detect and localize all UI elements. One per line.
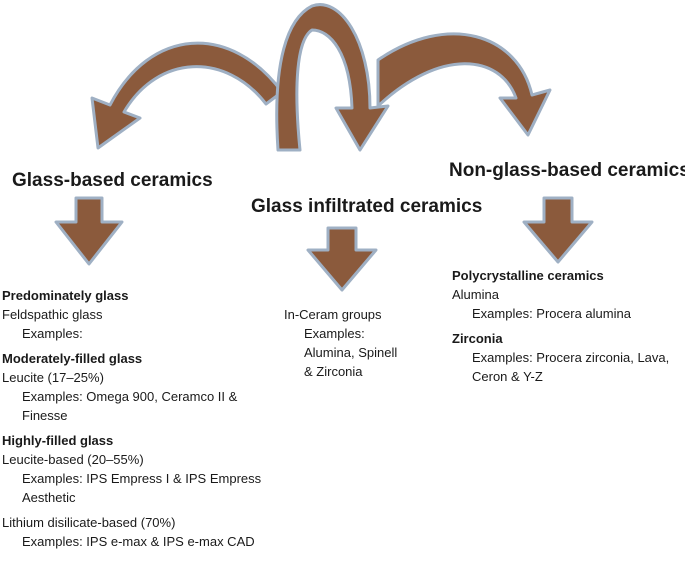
curved-arrow-right [376,32,552,137]
predominately-title: Predominately glass [2,288,129,303]
middle-column: In-Ceram groups Examples: Alumina, Spine… [284,305,397,381]
down-arrow-middle [306,226,378,292]
polycrystalline-title: Polycrystalline ceramics [452,268,604,283]
in-ceram-examples-label: Examples: [304,326,365,341]
highly-title: Highly-filled glass [2,433,114,448]
left-column: Predominately glass Feldspathic glass Ex… [2,286,261,551]
alumina-examples: Examples: Procera alumina [472,306,631,321]
feldspathic-text: Feldspathic glass [2,307,103,322]
zirconia-examples-line-1: Examples: Procera zirconia, Lava, [472,350,670,365]
leucite-examples-line-1: Examples: Omega 900, Ceramco II & [22,389,238,404]
zirconia-examples-line-2: Ceron & Y-Z [472,369,543,384]
curved-arrow-middle [275,3,390,152]
in-ceram-examples-line-2: & Zirconia [304,364,363,379]
in-ceram-examples-line-1: Alumina, Spinell [304,345,398,360]
down-arrow-right [522,196,594,264]
in-ceram-groups: In-Ceram groups [284,307,382,322]
zirconia-title: Zirconia [452,331,503,346]
lithium-text: Lithium disilicate-based (70%) [2,515,176,530]
lithium-examples: Examples: IPS e-max & IPS e-max CAD [22,534,255,549]
leucite-based-examples-line-1: Examples: IPS Empress I & IPS Empress [22,471,262,486]
leucite-text: Leucite (17–25%) [2,370,104,385]
right-column: Polycrystalline ceramics Alumina Example… [452,266,669,386]
heading-glass-infiltrated: Glass infiltrated ceramics [251,196,483,217]
moderately-title: Moderately-filled glass [2,351,143,366]
leucite-examples-line-2: Finesse [22,408,68,423]
heading-glass-based: Glass-based ceramics [12,170,213,191]
alumina-text: Alumina [452,287,499,302]
feldspathic-examples: Examples: [22,326,83,341]
leucite-based-text: Leucite-based (20–55%) [2,452,144,467]
curved-arrow-left [90,41,284,150]
leucite-based-examples-line-2: Aesthetic [22,490,76,505]
down-arrow-left [54,196,124,266]
heading-non-glass-based: Non-glass-based ceramics [449,160,685,181]
